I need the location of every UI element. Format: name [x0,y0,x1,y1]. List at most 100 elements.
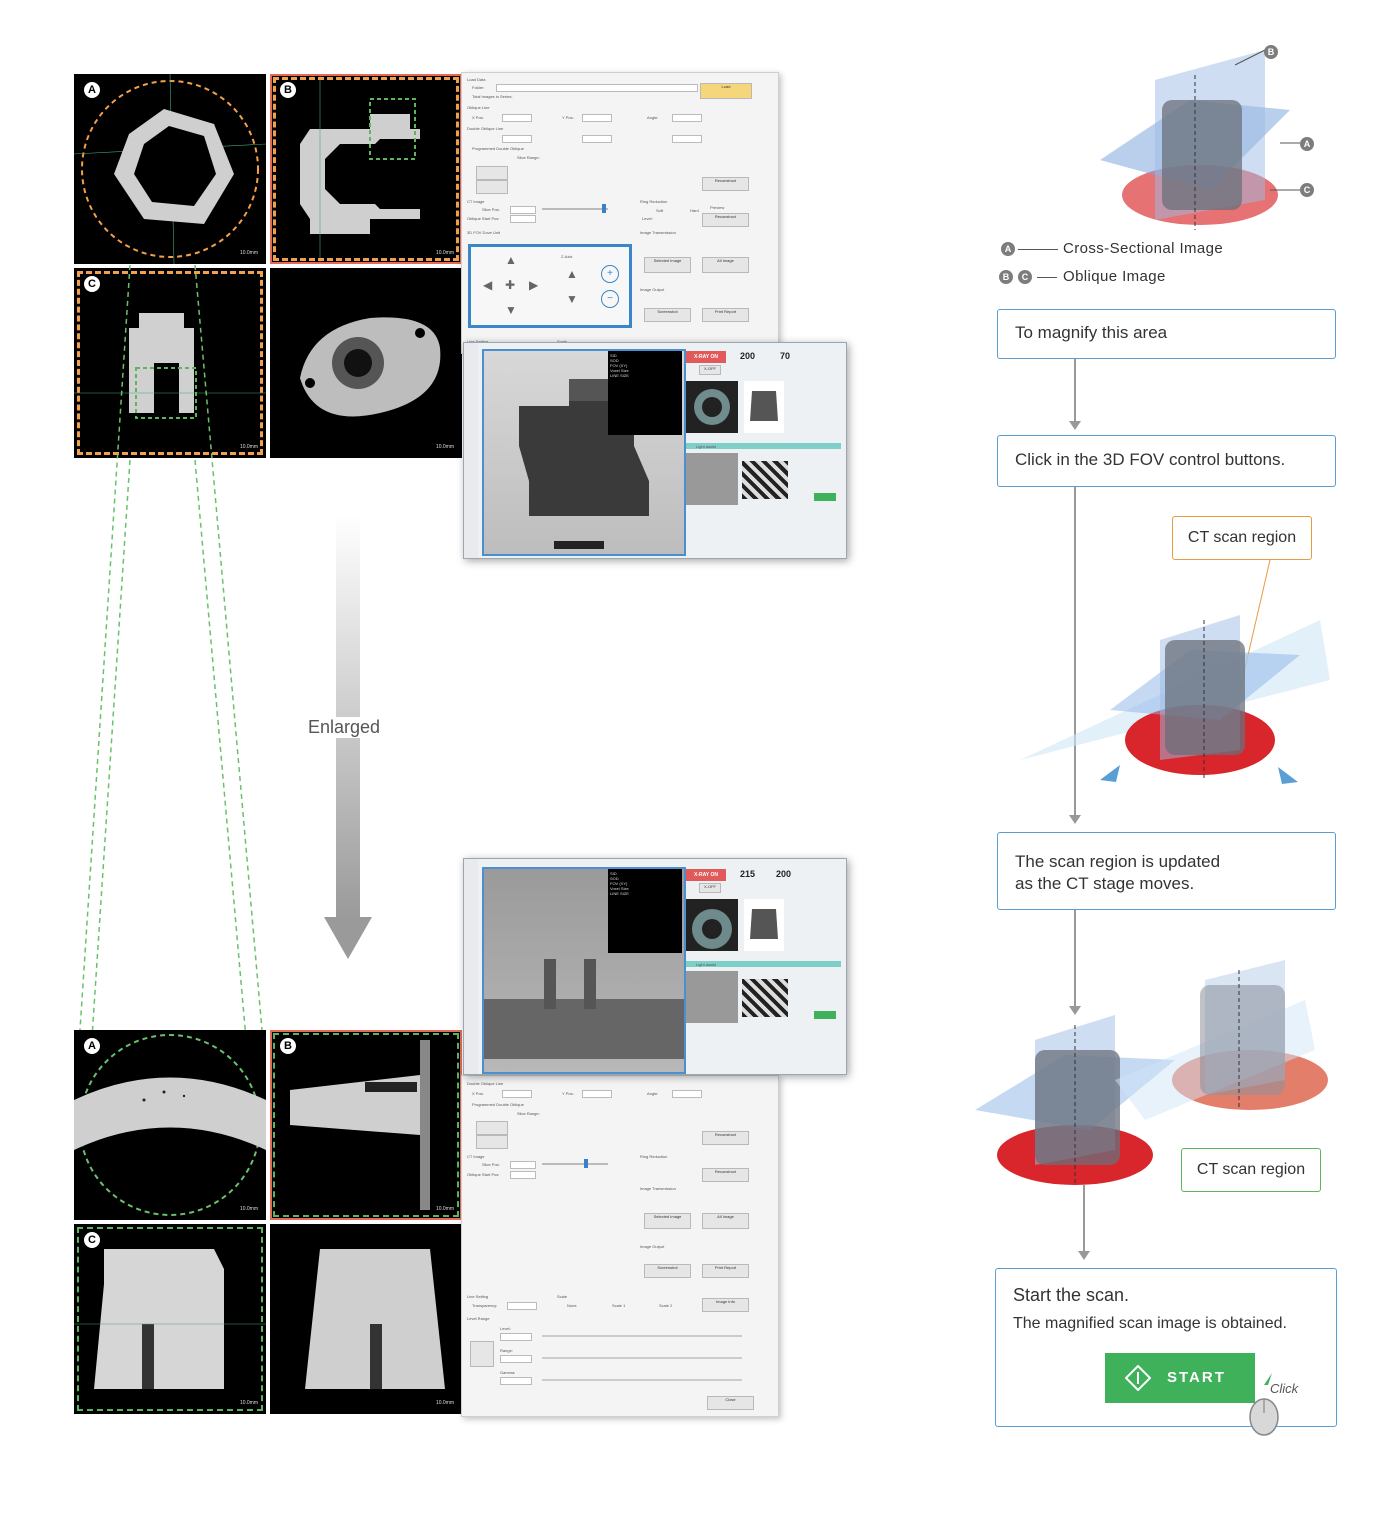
ct-panel-a-top[interactable]: A 10.0mm [74,74,266,264]
scale-none-radio[interactable]: None [567,1303,577,1308]
fov-down-button[interactable]: ▼ [505,303,517,317]
info-line-size: LINE SIZE [610,891,629,896]
label-slice-range: Slice Range: [517,1111,540,1116]
xray-zoomed-graphic [484,959,684,1059]
all-image-button[interactable]: All Image [702,257,749,273]
start-button[interactable]: START [1105,1353,1255,1403]
double-x-input[interactable] [502,135,532,143]
scale-2-radio[interactable]: Scale 2 [659,1303,673,1308]
flow-arrow-4 [1078,1251,1090,1260]
level-slider[interactable] [542,1335,742,1337]
level-input[interactable] [500,1333,532,1341]
start-button-small[interactable] [476,166,508,180]
label-hard: Hard [690,208,699,213]
panel-letter-a: A [84,82,100,98]
side-view-thumbnail [744,899,784,951]
ct-panel-3d-top[interactable]: 10.0mm [270,268,462,458]
oblique-start-input[interactable] [510,1171,536,1179]
flow-step-start-title: Start the scan. [1013,1285,1130,1305]
end-button-small[interactable] [476,1135,508,1149]
two-stages-illustration [975,960,1328,1185]
double-y-input[interactable] [582,135,612,143]
slice-slider-thumb[interactable] [584,1159,588,1168]
z-up-button[interactable]: ▲ [566,267,578,281]
x-pos-input[interactable] [502,1090,532,1098]
folder-path-input[interactable] [496,84,698,92]
oblique-start-input[interactable] [510,215,536,223]
angle-input[interactable] [672,1090,702,1098]
slice-pos-input[interactable] [510,1161,536,1169]
gamma-input[interactable] [500,1377,532,1385]
zoom-out-icon[interactable]: − [601,290,619,308]
viewer-side-toolbar [464,859,478,1074]
fov-left-button[interactable]: ◀ [483,278,493,292]
xray-off-button[interactable]: X-OFF [699,883,721,893]
label-gamma: Gamma: [500,1370,516,1375]
ct-panel-b-top[interactable]: B 10.0mm [270,74,462,264]
fov-up-button[interactable]: ▲ [505,253,517,267]
ct-panel-3d-bottom[interactable]: 10.0mm [270,1224,462,1414]
fov-right-button[interactable]: ▶ [529,278,539,292]
start-button-mini[interactable] [814,1011,836,1019]
ct-panel-b-bottom[interactable]: B 10.0mm [270,1030,462,1220]
transparency-input[interactable] [507,1302,537,1310]
load-button[interactable]: Load [700,83,752,99]
reconstruct-disabled-button[interactable]: Reconstruct [702,177,749,191]
double-angle-input[interactable] [672,135,702,143]
ct-panel-a-bottom[interactable]: A 10.0mm [74,1030,266,1220]
range-slider[interactable] [542,1357,742,1359]
screenshot-button[interactable]: Screenshot [644,1264,691,1278]
zoomed-3d-graphic [305,1249,445,1389]
slice-pos-input[interactable] [510,206,536,214]
label-x-pos: X Pos: [472,115,484,120]
label-slice-pos: Slice Pos: [482,207,500,212]
y-pos-input[interactable] [582,1090,612,1098]
selected-image-button[interactable]: Selected Image [644,257,691,273]
screenshot-button[interactable]: Screenshot [644,308,691,322]
label-load-data: Load Data [467,77,486,82]
auto-level-button[interactable] [470,1341,494,1367]
close-button[interactable]: Close [707,1396,754,1410]
ct-panel-c-top[interactable]: C 10.0mm [74,268,266,458]
fov-center-button[interactable]: ✚ [505,278,516,292]
zoom-in-icon[interactable]: + [601,265,619,283]
kv-readout: 200 [740,351,756,361]
print-report-button[interactable]: Print Report [702,308,749,322]
image-info-button[interactable]: Image Info [702,1298,749,1312]
ct-panel-c-bottom[interactable]: C 10.0mm [74,1224,266,1414]
panel-letter-b: B [280,1038,296,1054]
print-report-button[interactable]: Print Report [702,1264,749,1278]
reconstruct-button[interactable]: Reconstruct [702,1168,749,1182]
slice-slider-thumb[interactable] [602,204,606,213]
xray-off-button[interactable]: X-OFF [699,365,721,375]
flow-step-fov-buttons: Click in the 3D FOV control buttons. [997,435,1336,487]
xray-on-indicator[interactable]: X-RAY ON [686,351,726,363]
start-button-small[interactable] [476,1121,508,1135]
camera-thumbnail [686,899,738,951]
scale-label: 10.0mm [239,250,258,256]
z-down-button[interactable]: ▼ [566,292,578,306]
y-pos-input[interactable] [582,114,612,122]
label-preview: Preview [710,205,725,210]
xray-on-indicator[interactable]: X-RAY ON [686,869,726,881]
zoomed-oblique-c-graphic [74,1249,266,1389]
label-line-setting: Line Setting [467,339,488,344]
plane-a-marker: A [1300,137,1314,151]
label-level: Level: [500,1326,511,1331]
label-total-images: Total Images in Series: [472,94,513,99]
gamma-slider[interactable] [542,1379,742,1381]
slice-slider-track[interactable] [542,1163,608,1165]
reconstruct-disabled-button[interactable]: Reconstruct [702,1131,749,1145]
all-image-button[interactable]: All Image [702,1213,749,1229]
angle-input[interactable] [672,114,702,122]
scan-preview-thumb [686,453,738,505]
reconstruct-button[interactable]: Reconstruct [702,213,749,227]
end-button-small[interactable] [476,180,508,194]
selected-image-button[interactable]: Selected Image [644,1213,691,1229]
x-pos-input[interactable] [502,114,532,122]
slice-slider-track[interactable] [542,208,608,210]
scale-1-radio[interactable]: Scale 1 [612,1303,626,1308]
panel-letter-a: A [84,1038,100,1054]
range-input[interactable] [500,1355,532,1363]
start-button-mini[interactable] [814,493,836,501]
